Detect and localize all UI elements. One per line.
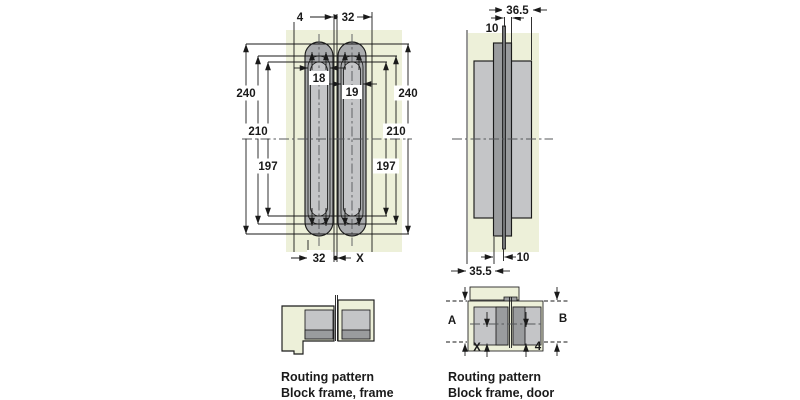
- dim-label-offset-top: 32: [342, 12, 355, 24]
- side-dimension-arrows: [451, 7, 547, 274]
- hinge-side-view: 36.5 10 10 35.5: [451, 3, 553, 278]
- dim-label-210-right: 210: [386, 126, 405, 138]
- frame-routing-recess-right: [341, 309, 371, 340]
- door-dimension-arrows: [462, 287, 560, 357]
- dim-label-197-right: 197: [376, 161, 395, 173]
- dim-label-b: B: [559, 313, 567, 325]
- dim-label-240-left: 240: [236, 88, 255, 100]
- dim-label-x-door: X: [473, 342, 481, 354]
- cup-width-dimensions: [294, 65, 377, 87]
- cap-reference-arrows: [309, 51, 362, 227]
- frame-routing-recess-left: [304, 309, 334, 340]
- door-routing-recess-left: [473, 306, 509, 346]
- reference-dot-bottom: [333, 255, 338, 261]
- top-offset-dimensions: [310, 14, 372, 20]
- hinge-front-view: 4 32 240 210 197 240 210 197 18 19 32 X: [232, 12, 422, 265]
- door-routing-recess-right: [512, 306, 542, 346]
- door-extension-dashes: [446, 300, 569, 343]
- caption-frame-line1: Routing pattern: [281, 370, 374, 384]
- length-dimension-lines: [243, 43, 411, 235]
- dim-label-offset-bottom: 32: [313, 253, 326, 265]
- dim-label-cup-left: 18: [313, 73, 326, 85]
- label-halo: [502, 3, 533, 17]
- dim-label-197-left: 197: [258, 161, 277, 173]
- caption-frame-line2: Block frame, frame: [281, 386, 394, 400]
- dim-label-width-top: 36.5: [506, 5, 529, 17]
- dim-label-offset-x: X: [356, 253, 364, 265]
- dim-label-240-right: 240: [398, 88, 417, 100]
- dim-label-offset-top-side: 10: [486, 23, 499, 35]
- label-halos: [232, 71, 422, 265]
- reference-dot-top: [333, 14, 338, 20]
- routing-pattern-frame-view: Routing pattern Block frame, frame: [281, 295, 394, 400]
- dim-label-offset-bottom-side: 10: [517, 252, 530, 264]
- routing-pattern-door-view: A B X 4 Routing pattern Block frame, doo…: [446, 286, 569, 400]
- dim-label-210-left: 210: [248, 126, 267, 138]
- dim-label-gap: 4: [297, 12, 304, 24]
- dim-label-a: A: [448, 315, 456, 327]
- dim-label-cup-right: 19: [346, 87, 359, 99]
- caption-door-line1: Routing pattern: [448, 370, 541, 384]
- hinge-pin: [502, 25, 506, 250]
- bottom-offset-dimensions: [291, 255, 351, 261]
- dim-label-width-bottom: 35.5: [469, 266, 492, 278]
- caption-door-line2: Block frame, door: [448, 386, 554, 400]
- label-halo: [466, 264, 495, 278]
- dim-label-4-door: 4: [535, 341, 542, 353]
